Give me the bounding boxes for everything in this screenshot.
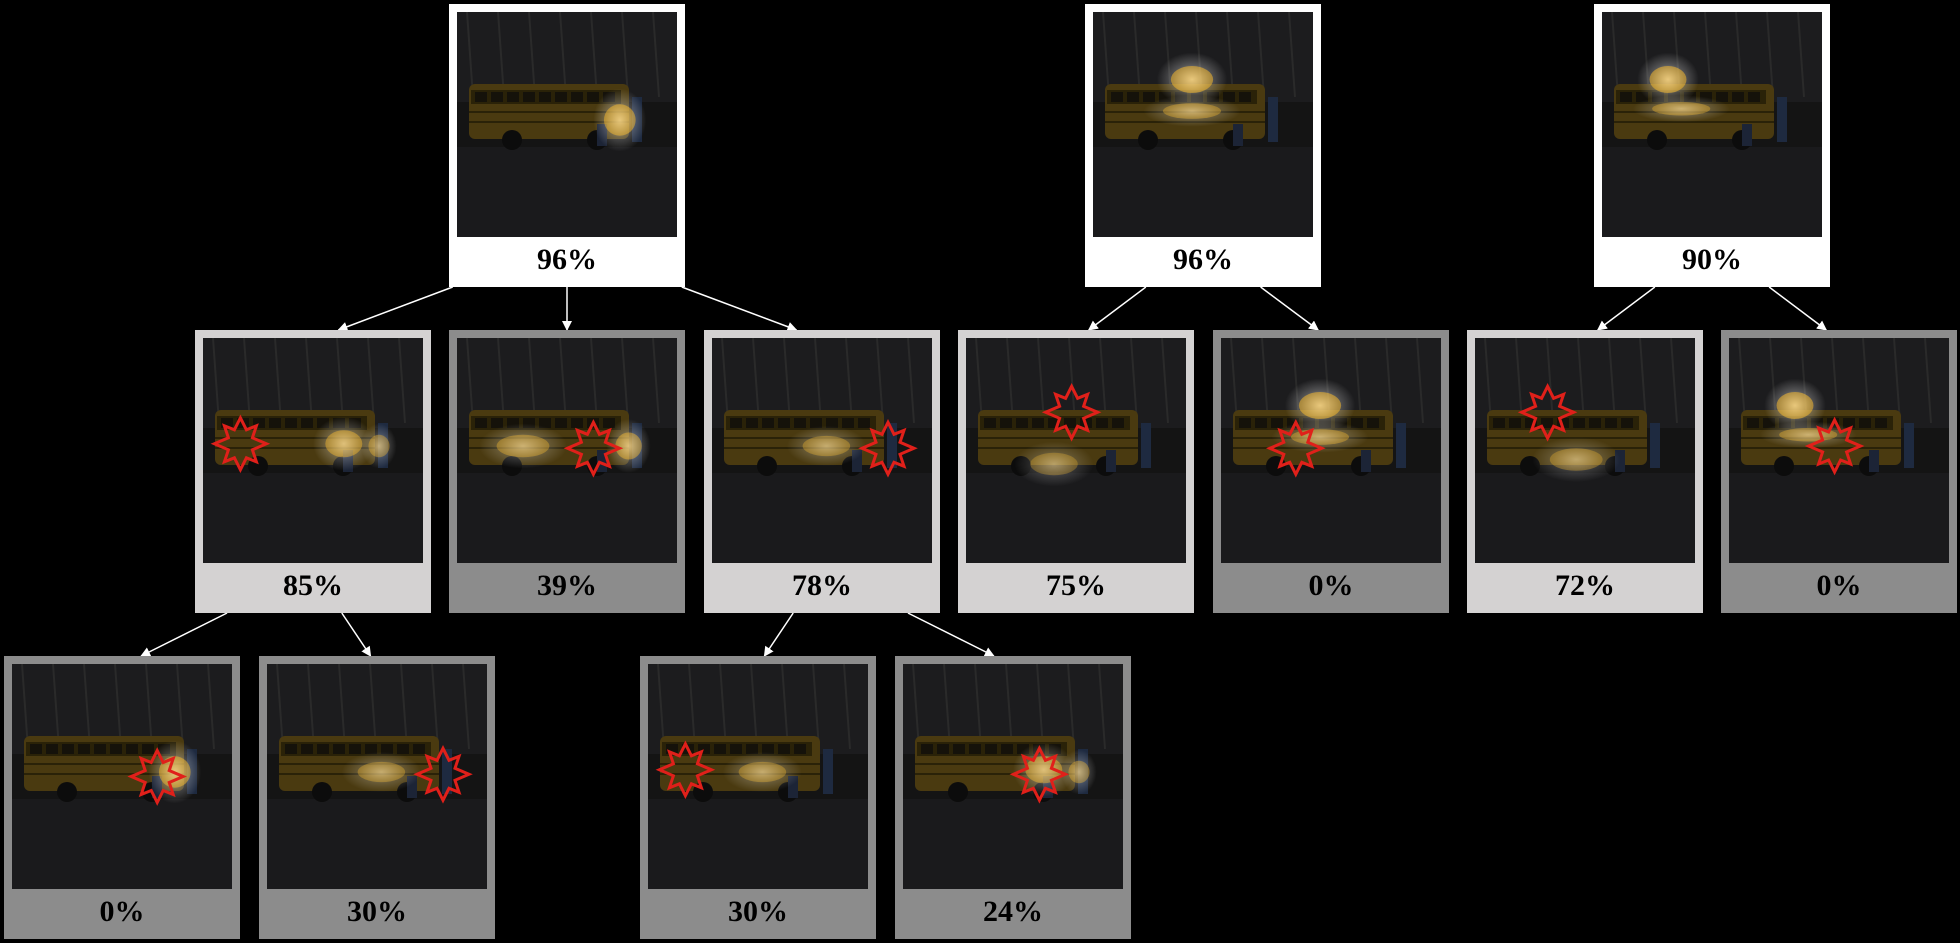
- school-bus-saliency-thumbnail: [1602, 12, 1822, 237]
- tree-edge-arrow: [1087, 286, 1147, 331]
- red-occlusion-contour: [1804, 416, 1865, 476]
- tree-edge-arrow: [907, 612, 995, 657]
- red-occlusion-contour: [210, 414, 271, 474]
- tree-edge-arrow: [140, 612, 228, 657]
- child-node: 78%: [704, 330, 940, 613]
- confidence-label: 0%: [99, 895, 145, 928]
- child-node: 0%: [1213, 330, 1449, 613]
- node-image: [267, 664, 487, 889]
- child-node: 0%: [1721, 330, 1957, 613]
- school-bus-saliency-thumbnail: [203, 338, 423, 563]
- school-bus-saliency-thumbnail: [1093, 12, 1313, 237]
- root-node: 90%: [1594, 4, 1830, 287]
- node-image: [203, 338, 423, 563]
- red-occlusion-contour: [858, 418, 918, 478]
- grandchild-node: 30%: [259, 656, 495, 939]
- root-node: 96%: [449, 4, 685, 287]
- child-node: 39%: [449, 330, 685, 613]
- node-image: [1729, 338, 1949, 563]
- confidence-label: 72%: [1555, 569, 1615, 602]
- red-occlusion-contour: [1265, 418, 1326, 478]
- confidence-label: 24%: [983, 895, 1043, 928]
- child-node: 72%: [1467, 330, 1703, 613]
- school-bus-saliency-thumbnail: [267, 664, 487, 889]
- school-bus-saliency-thumbnail: [457, 12, 677, 237]
- node-image: [712, 338, 932, 563]
- school-bus-saliency-thumbnail: [457, 338, 677, 563]
- confidence-label: 30%: [728, 895, 788, 928]
- confidence-label: 0%: [1816, 569, 1862, 602]
- red-occlusion-contour: [1009, 744, 1070, 804]
- tree-edge-arrow: [337, 286, 453, 332]
- red-occlusion-contour: [127, 747, 188, 806]
- grandchild-node: 0%: [4, 656, 240, 939]
- node-image: [903, 664, 1123, 889]
- tree-edge-arrow: [763, 612, 794, 657]
- confidence-label: 96%: [537, 243, 597, 276]
- school-bus-saliency-thumbnail: [712, 338, 932, 563]
- node-image: [457, 12, 677, 237]
- node-image: [1602, 12, 1822, 237]
- confidence-label: 78%: [792, 569, 852, 602]
- confidence-label: 30%: [347, 895, 407, 928]
- node-image: [1475, 338, 1695, 563]
- school-bus-saliency-thumbnail: [1729, 338, 1949, 563]
- confidence-label: 90%: [1682, 243, 1742, 276]
- school-bus-saliency-thumbnail: [1475, 338, 1695, 563]
- tree-edge-arrow: [1768, 286, 1828, 331]
- tree-edge-arrow: [1260, 286, 1320, 331]
- red-occlusion-contour: [1517, 382, 1578, 442]
- grandchild-node: 30%: [640, 656, 876, 939]
- school-bus-saliency-thumbnail: [1221, 338, 1441, 563]
- node-image: [966, 338, 1186, 563]
- school-bus-saliency-thumbnail: [966, 338, 1186, 563]
- school-bus-saliency-thumbnail: [12, 664, 232, 889]
- node-image: [1093, 12, 1313, 237]
- confidence-label: 0%: [1308, 569, 1354, 602]
- red-occlusion-contour: [413, 744, 473, 804]
- school-bus-saliency-thumbnail: [648, 664, 868, 889]
- node-image: [648, 664, 868, 889]
- confidence-label: 96%: [1173, 243, 1233, 276]
- confidence-label: 85%: [283, 569, 343, 602]
- node-image: [1221, 338, 1441, 563]
- root-node: 96%: [1085, 4, 1321, 287]
- grandchild-node: 24%: [895, 656, 1131, 939]
- confidence-label: 39%: [537, 569, 597, 602]
- tree-edge-arrow: [341, 612, 372, 657]
- red-occlusion-contour: [563, 418, 624, 478]
- tree-edge-arrow: [681, 286, 798, 332]
- red-occlusion-contour: [655, 740, 716, 800]
- confidence-label: 75%: [1046, 569, 1106, 602]
- school-bus-saliency-thumbnail: [903, 664, 1123, 889]
- child-node: 75%: [958, 330, 1194, 613]
- child-node: 85%: [195, 330, 431, 613]
- red-occlusion-contour: [1041, 382, 1102, 442]
- node-image: [12, 664, 232, 889]
- tree-edge-arrow: [1596, 286, 1656, 331]
- node-image: [457, 338, 677, 563]
